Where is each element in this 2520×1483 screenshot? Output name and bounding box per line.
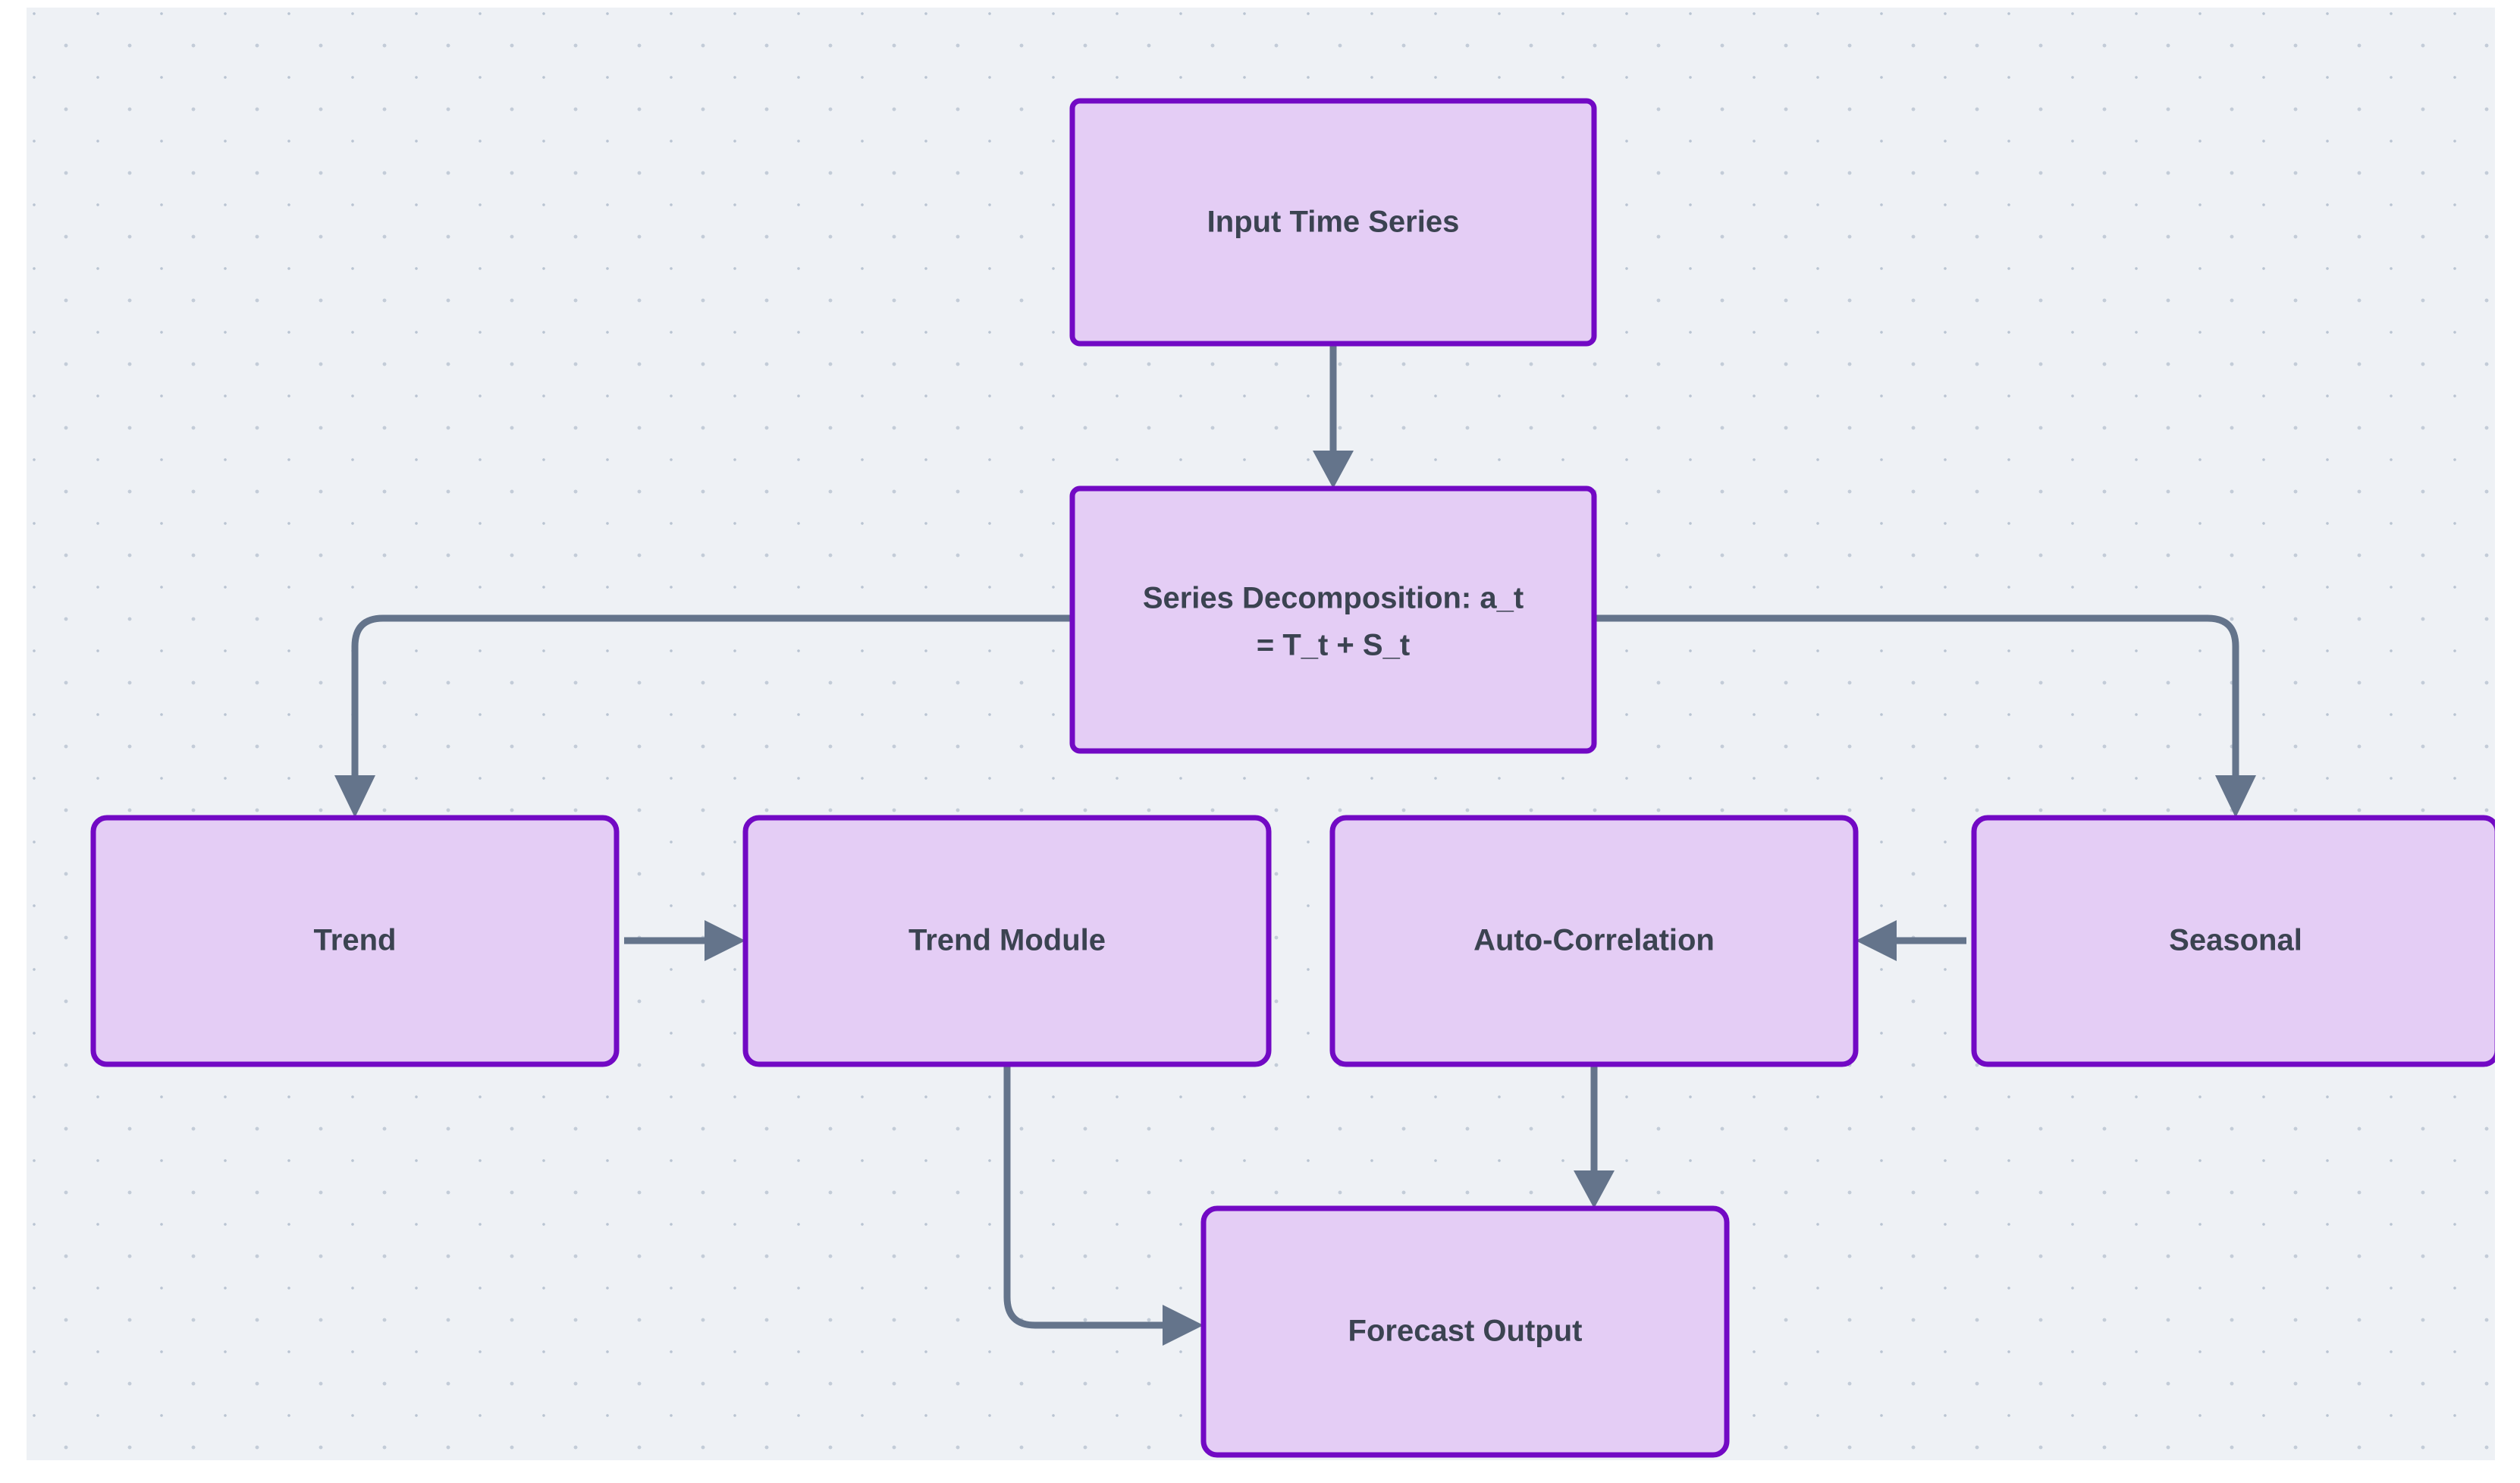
- edge-line: [1003, 1064, 1167, 1329]
- edge-trend-to-trend-module: [624, 920, 745, 961]
- edge-decomposition-to-seasonal: [1594, 614, 2256, 818]
- arrowhead-icon: [1574, 1170, 1615, 1208]
- node-label: Trend Module: [909, 924, 1106, 957]
- edge-seasonal-to-auto-correlation: [1856, 920, 1966, 961]
- node-input-time-series[interactable]: Input Time Series: [1069, 98, 1597, 347]
- node-label: Input Time Series: [1207, 206, 1460, 239]
- edge-trend-module-to-forecast: [1003, 1064, 1204, 1346]
- node-trend[interactable]: Trend: [90, 815, 620, 1067]
- arrowhead-icon: [2215, 775, 2256, 818]
- node-shape[interactable]: [1069, 98, 1597, 347]
- diagram-canvas[interactable]: Input Time Series Series Decomposition: …: [27, 8, 2495, 1460]
- arrowhead-icon: [1313, 451, 1354, 489]
- node-auto-correlation[interactable]: Auto-Correlation: [1329, 815, 1859, 1067]
- flowchart-svg: Input Time Series Series Decomposition: …: [90, 98, 2495, 1458]
- edge-line: [351, 614, 1072, 783]
- node-label: Forecast Output: [1348, 1315, 1583, 1348]
- node-seasonal[interactable]: Seasonal: [1971, 815, 2495, 1067]
- node-label: Auto-Correlation: [1473, 924, 1715, 957]
- arrowhead-icon: [705, 920, 745, 961]
- edge-auto-correlation-to-forecast: [1574, 1064, 1615, 1208]
- node-shape[interactable]: [1329, 815, 1859, 1067]
- node-shape[interactable]: [1069, 485, 1597, 754]
- node-shape[interactable]: [1200, 1205, 1730, 1458]
- edge-line: [1594, 614, 2239, 783]
- node-trend-module[interactable]: Trend Module: [742, 815, 1272, 1067]
- node-label-line-2: = T_t + S_t: [1257, 629, 1410, 662]
- node-label: Trend: [314, 924, 397, 957]
- node-label: Seasonal: [2169, 924, 2302, 957]
- node-layer: Input Time Series Series Decomposition: …: [90, 98, 2495, 1458]
- edge-input-to-decomposition: [1313, 344, 1354, 489]
- edge-decomposition-to-trend: [334, 614, 1072, 818]
- arrowhead-icon: [1163, 1305, 1204, 1346]
- node-shape[interactable]: [742, 815, 1272, 1067]
- node-label-line-1: Series Decomposition: a_t: [1143, 582, 1524, 615]
- node-forecast-output[interactable]: Forecast Output: [1200, 1205, 1730, 1458]
- arrowhead-icon: [1856, 920, 1897, 961]
- edge-layer: [334, 344, 2256, 1346]
- node-series-decomposition[interactable]: Series Decomposition: a_t = T_t + S_t: [1069, 485, 1597, 754]
- arrowhead-icon: [334, 775, 375, 818]
- node-shape[interactable]: [1971, 815, 2495, 1067]
- node-shape[interactable]: [90, 815, 620, 1067]
